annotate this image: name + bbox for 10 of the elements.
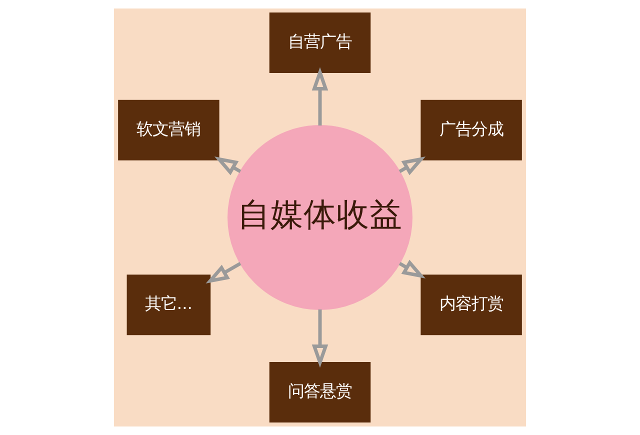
node-box: 问答悬赏 bbox=[269, 362, 371, 422]
node-circle: 自媒体收益 bbox=[227, 124, 413, 310]
node-box: 自营广告 bbox=[269, 12, 371, 74]
arrow bbox=[206, 262, 242, 284]
arrow bbox=[312, 67, 328, 126]
node-box: 其它... bbox=[126, 274, 211, 336]
node-box: 内容打赏 bbox=[420, 274, 522, 336]
node-box: 软文营销 bbox=[118, 100, 220, 160]
node-box: 广告分成 bbox=[420, 100, 522, 160]
arrow bbox=[312, 309, 328, 368]
